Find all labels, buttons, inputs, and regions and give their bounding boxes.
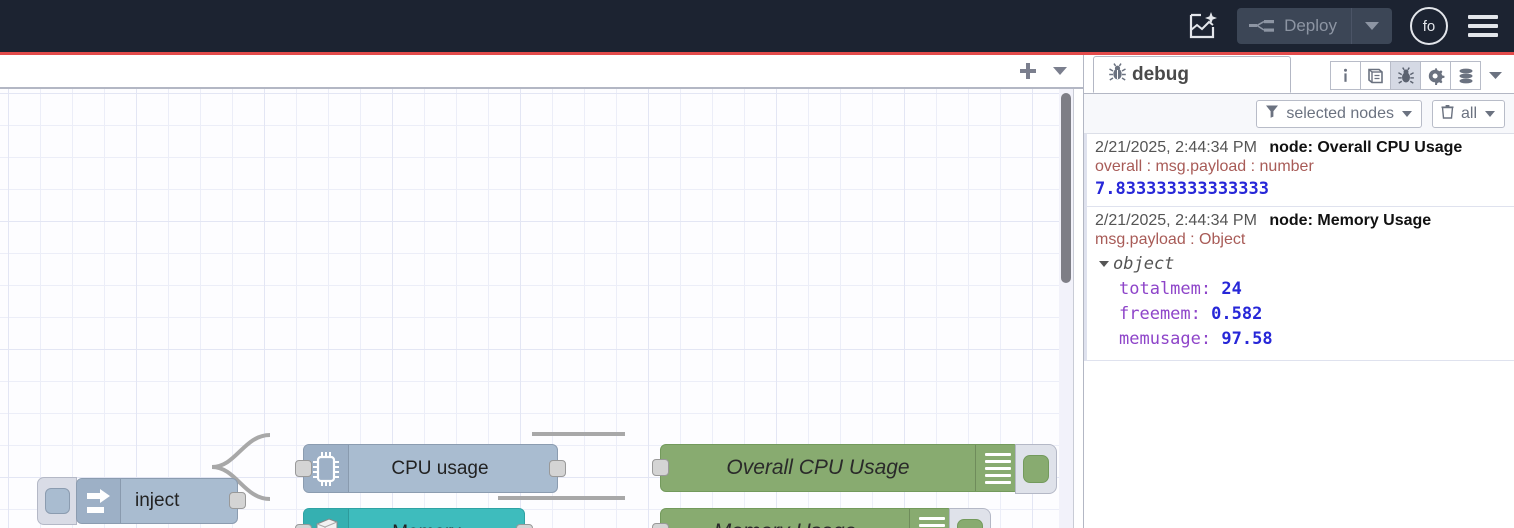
trash-icon <box>1441 104 1454 124</box>
chevron-down-icon[interactable] <box>1045 56 1075 86</box>
node-cpu-usage-input-port[interactable] <box>295 459 312 477</box>
node-debug-memory-usage-input-port[interactable] <box>652 523 669 528</box>
node-inject-output-port[interactable] <box>229 492 246 509</box>
node-debug-overall-cpu-usage-toggle-button[interactable] <box>1015 444 1057 494</box>
header-accent-bar <box>0 52 1514 55</box>
debug-lines-icon <box>909 509 953 528</box>
debug-message-header: 2/21/2025, 2:44:34 PM node: Overall CPU … <box>1095 139 1514 157</box>
debug-message-header: 2/21/2025, 2:44:34 PM node: Memory Usage <box>1095 212 1514 230</box>
node-inject-label: inject <box>135 490 180 511</box>
node-debug-overall-cpu-usage[interactable]: Overall CPU Usage <box>652 444 1057 494</box>
debug-message-list[interactable]: 2/21/2025, 2:44:34 PM node: Overall CPU … <box>1084 134 1514 528</box>
canvas-scrollbar-thumb[interactable] <box>1061 93 1071 283</box>
help-book-icon[interactable] <box>1360 61 1391 90</box>
chevron-down-icon <box>1484 105 1496 123</box>
debug-message-value: 7.833333333333333 <box>1095 179 1269 199</box>
node-inject[interactable]: inject <box>76 478 246 524</box>
flow-tabbar <box>0 55 1083 89</box>
flow-workspace: inject <box>0 55 1083 528</box>
debug-object-property: memusage: 97.58 <box>1119 329 1273 349</box>
debug-message-node-name: Overall CPU Usage <box>1317 139 1463 156</box>
debug-object-property: freemem: 0.582 <box>1119 304 1263 324</box>
debug-message-node-name: Memory Usage <box>1317 212 1432 229</box>
debug-message-timestamp: 2/21/2025, 2:44:34 PM <box>1095 212 1257 229</box>
ai-flow-sparkle-icon[interactable] <box>1183 6 1223 46</box>
deploy-button[interactable]: Deploy <box>1237 8 1392 44</box>
debug-object-value: 97.58 <box>1221 329 1273 349</box>
node-cpu-usage-label: CPU usage <box>391 457 489 479</box>
sidebar-tool-buttons <box>1330 61 1514 93</box>
hamburger-menu-icon[interactable] <box>1468 15 1498 37</box>
debug-object-value: 0.582 <box>1211 304 1263 324</box>
filter-funnel-icon <box>1265 104 1279 123</box>
node-memory[interactable]: Memory <box>295 508 533 528</box>
debug-object-property: totalmem: 24 <box>1119 279 1242 299</box>
debug-object-root[interactable]: object <box>1095 254 1514 274</box>
tab-debug-label: debug <box>1132 63 1189 85</box>
debug-object-key: memusage <box>1119 329 1201 349</box>
node-debug-overall-cpu-usage-input-port[interactable] <box>652 459 669 476</box>
node-memory-input-port[interactable] <box>295 523 312 528</box>
deploy-button-main[interactable]: Deploy <box>1237 8 1352 44</box>
node-memory-output-port[interactable] <box>516 523 533 528</box>
chevron-down-icon <box>1401 105 1413 123</box>
inject-arrow-icon <box>77 479 121 523</box>
avatar-initials: fo <box>1422 17 1436 35</box>
debug-message-node-prefix: node: <box>1269 139 1313 156</box>
deploy-label: Deploy <box>1284 16 1337 35</box>
user-avatar[interactable]: fo <box>1410 7 1448 45</box>
sidebar-tabbar: debug <box>1084 55 1514 94</box>
bug-icon <box>1108 62 1127 87</box>
deploy-dropdown-caret-icon[interactable] <box>1352 21 1392 31</box>
config-gear-icon[interactable] <box>1420 61 1451 90</box>
info-icon[interactable] <box>1330 61 1361 90</box>
node-cpu-usage[interactable]: CPU usage <box>295 444 566 493</box>
debug-message-topic: msg.payload : Object <box>1095 231 1246 248</box>
debug-message-node-prefix: node: <box>1269 212 1313 229</box>
node-cpu-usage-output-port[interactable] <box>549 459 566 477</box>
tab-debug[interactable]: debug <box>1093 56 1291 93</box>
context-data-icon[interactable] <box>1450 61 1481 90</box>
debug-message-timestamp: 2/21/2025, 2:44:34 PM <box>1095 139 1257 156</box>
debug-clear-dropdown[interactable]: all <box>1431 99 1505 128</box>
debug-object-key: freemem <box>1119 304 1191 324</box>
debug-object-value: 24 <box>1221 279 1242 299</box>
debug-lines-icon <box>975 445 1019 491</box>
canvas-right-gutter <box>1073 89 1083 528</box>
plus-icon[interactable] <box>1011 56 1045 86</box>
node-debug-memory-usage-label: Memory Usage <box>661 520 909 528</box>
debug-message[interactable]: 2/21/2025, 2:44:34 PM node: Overall CPU … <box>1084 134 1514 207</box>
sidebar-panel: debug <box>1083 55 1514 528</box>
debug-filter-nodes-label: selected nodes <box>1286 104 1394 122</box>
debug-message-topic: overall : msg.payload : number <box>1095 158 1314 175</box>
debug-clear-label: all <box>1460 104 1477 122</box>
node-memory-label: Memory <box>349 522 524 528</box>
node-debug-memory-usage[interactable]: Memory Usage <box>652 508 991 528</box>
server-tower-icon <box>304 509 349 528</box>
node-debug-memory-usage-toggle-button[interactable] <box>949 508 991 528</box>
debug-object-label: object <box>1113 254 1175 274</box>
debug-object-key: totalmem <box>1119 279 1201 299</box>
debug-filter-bar: selected nodes all <box>1084 94 1514 134</box>
deploy-flow-icon <box>1249 19 1275 33</box>
debug-message[interactable]: 2/21/2025, 2:44:34 PM node: Memory Usage… <box>1084 207 1514 361</box>
debug-filter-nodes-dropdown[interactable]: selected nodes <box>1256 99 1422 128</box>
node-debug-overall-cpu-usage-label: Overall CPU Usage <box>726 456 910 479</box>
app-header: Deploy fo <box>0 0 1514 52</box>
debug-bug-icon[interactable] <box>1390 61 1421 90</box>
inject-trigger-button[interactable] <box>37 477 77 525</box>
flow-canvas[interactable]: inject <box>0 89 1083 528</box>
cpu-chip-icon <box>304 445 349 492</box>
sidebar-tools-chevron-down-icon[interactable] <box>1481 61 1509 90</box>
expand-collapse-caret-icon[interactable] <box>1099 261 1109 267</box>
